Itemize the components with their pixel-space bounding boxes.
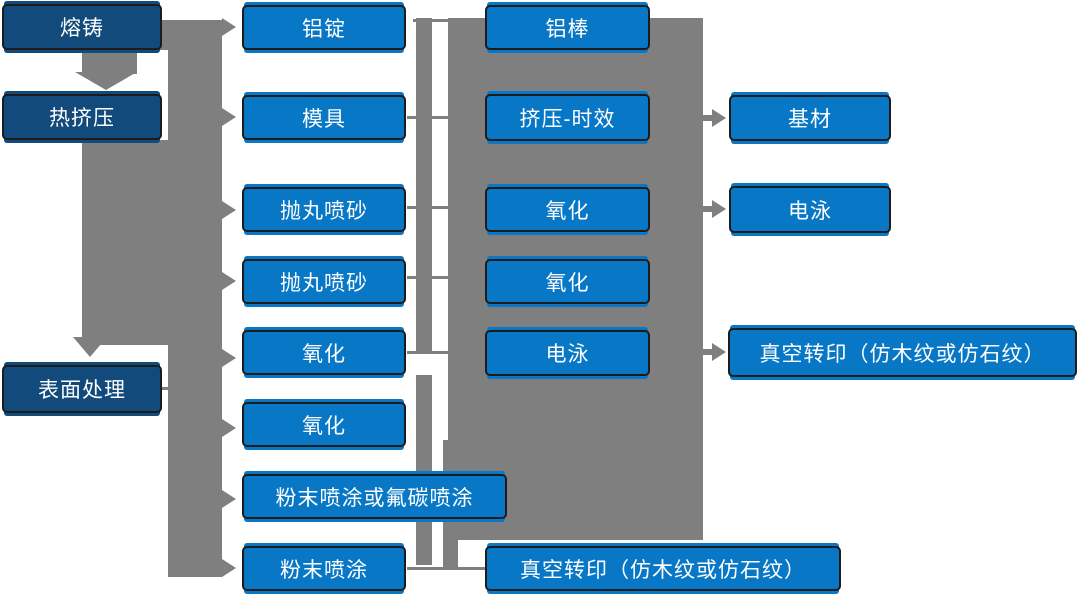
node-vacuum-transfer-print-2: 真空转印（仿木纹或仿石纹）: [728, 328, 1077, 377]
connector-surface-treatment-link: [162, 387, 174, 390]
arrow-right-to-aluminum-ingot-icon: [222, 18, 236, 36]
node-powder-or-fluorocarbon-coating: 粉末喷涂或氟碳喷涂: [242, 474, 507, 519]
stage-melting-casting: 熔铸: [2, 4, 162, 50]
connector-mid-band-upper: [416, 18, 432, 354]
connector-mid-band-lower: [416, 375, 432, 565]
node-oxidation-1: 氧化: [242, 330, 406, 375]
arrow-right-to-mold-icon: [222, 108, 236, 126]
connector-electrophoresis-shaft: [703, 206, 713, 212]
node-oxidation-2: 氧化: [242, 402, 406, 447]
node-shot-blasting-1: 抛丸喷砂: [242, 187, 406, 232]
connector-left-slab: [82, 140, 222, 345]
arrow-right-to-powder-coating-icon: [222, 559, 236, 577]
node-aluminum-ingot: 铝锭: [242, 5, 406, 50]
connector-down-shaft-1: [82, 48, 137, 74]
arrow-right-to-vacuum-transfer-icon: [712, 343, 726, 361]
node-electrophoresis-1: 电泳: [485, 330, 650, 376]
arrow-right-to-shot-blasting-1-icon: [222, 201, 236, 219]
stage-hot-extrusion: 热挤压: [2, 94, 162, 140]
node-base-material: 基材: [729, 95, 891, 141]
connector-vacuum-transfer-shaft: [703, 349, 713, 355]
stage-surface-treatment: 表面处理: [2, 365, 162, 413]
arrow-right-to-oxidation-2-icon: [222, 419, 236, 437]
arrow-right-to-electrophoresis-icon: [712, 200, 726, 218]
node-vacuum-transfer-print-1: 真空转印（仿木纹或仿石纹）: [485, 546, 841, 591]
arrow-right-to-shot-blasting-2-icon: [222, 272, 236, 290]
node-powder-coating: 粉末喷涂: [242, 546, 406, 591]
connector-base-material-shaft: [703, 115, 713, 121]
node-extrusion-aging: 挤压-时效: [485, 94, 650, 141]
arrow-right-to-powder-fluorocarbon-icon: [222, 490, 236, 508]
arrow-right-to-base-material-icon: [712, 109, 726, 127]
node-oxidation-3: 氧化: [485, 187, 650, 232]
arrow-down-to-surface-treatment-icon: [73, 337, 107, 357]
node-oxidation-4: 氧化: [485, 259, 650, 304]
node-aluminum-rod: 铝棒: [485, 5, 650, 50]
node-mold: 模具: [242, 95, 406, 140]
arrow-right-to-oxidation-1-icon: [222, 349, 236, 367]
node-electrophoresis-2: 电泳: [729, 186, 891, 233]
node-shot-blasting-2: 抛丸喷砂: [242, 259, 406, 304]
arrow-down-to-hot-extrusion-icon: [75, 72, 137, 90]
